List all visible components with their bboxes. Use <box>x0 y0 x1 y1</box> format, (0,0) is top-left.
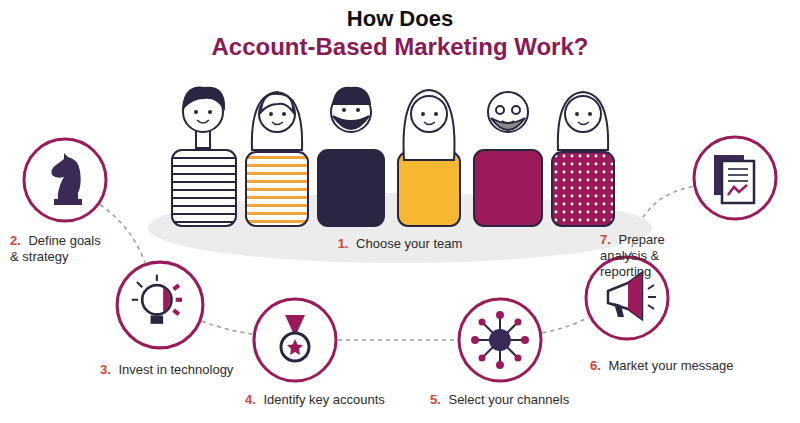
step-number: 1. <box>338 236 349 251</box>
step-circle: 7. Prepare analysis & reporting <box>692 135 778 221</box>
step-circle: 2. Define goals & strategy <box>22 137 108 223</box>
step-number: 5. <box>430 392 441 407</box>
step-label: 3. Invest in technology <box>100 362 280 378</box>
step-label: 5. Select your channels <box>430 392 610 408</box>
step-icon <box>22 137 108 223</box>
step-label: 4. Identify key accounts <box>245 392 425 408</box>
step-icon <box>692 135 778 221</box>
dashed-connector <box>100 205 145 263</box>
step-text: Invest in technology <box>118 362 233 377</box>
step-icon <box>252 297 338 383</box>
step-label: 2. Define goals & strategy <box>10 233 110 265</box>
step-circle: 3. Invest in technology <box>115 260 205 350</box>
step-number: 7. <box>600 232 611 247</box>
step-text: Define goals & strategy <box>10 233 101 264</box>
title-text: How Does <box>0 6 800 32</box>
team-platform: 1. Choose your team <box>150 193 650 263</box>
step-icon <box>115 260 205 350</box>
step-number: 2. <box>10 233 21 248</box>
step-text: Choose your team <box>356 236 462 251</box>
dashed-connector <box>542 317 588 332</box>
step-text: Select your channels <box>448 392 569 407</box>
step-circle: 4. Identify key accounts <box>252 297 338 383</box>
dashed-connector <box>202 321 252 334</box>
step-text: Market your message <box>608 358 733 373</box>
step-text: Identify key accounts <box>263 392 384 407</box>
step-number: 6. <box>590 358 601 373</box>
step-label: 6. Market your message <box>590 358 780 374</box>
step-number: 4. <box>245 392 256 407</box>
step-label: 7. Prepare analysis & reporting <box>600 232 700 280</box>
subtitle-text: Account-Based Marketing Work? <box>0 33 800 61</box>
step-icon <box>457 297 543 383</box>
dashed-connector <box>338 339 457 341</box>
step-circle: 5. Select your channels <box>457 297 543 383</box>
step-label: 1. Choose your team <box>150 236 650 252</box>
step-number: 3. <box>100 362 111 377</box>
